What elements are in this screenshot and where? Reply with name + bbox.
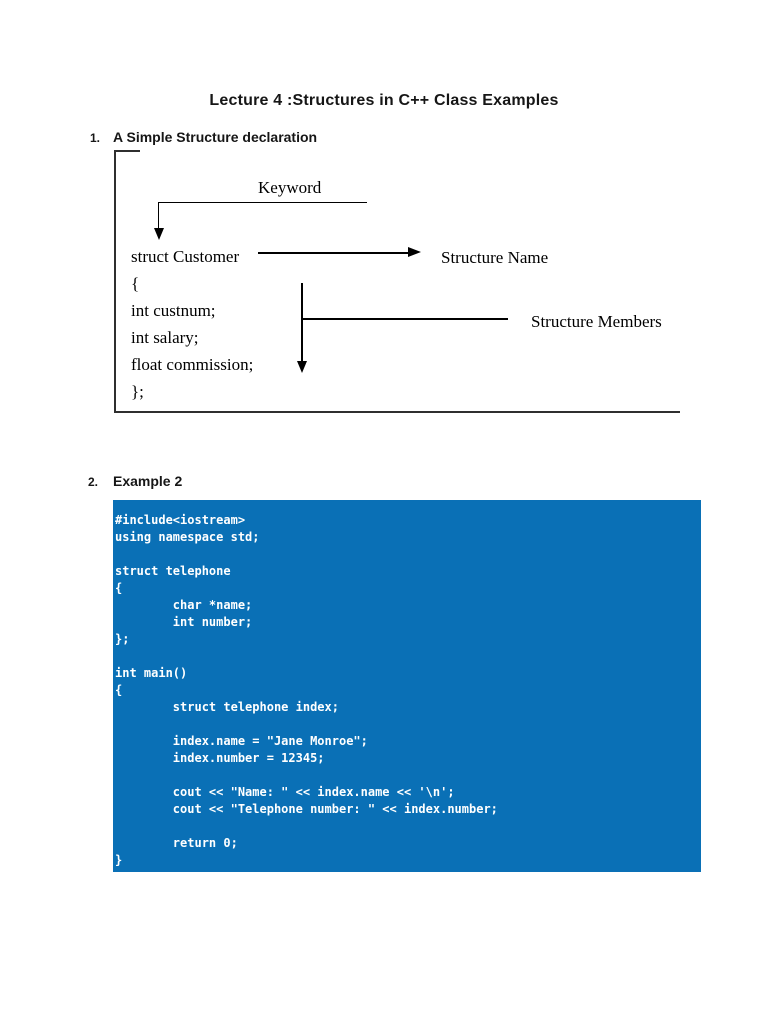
- code-line: index.name = "Jane Monroe";: [115, 734, 368, 748]
- list-item-2-label: Example 2: [113, 473, 183, 489]
- diagram-code-line: int custnum;: [131, 301, 216, 320]
- code-line: [115, 716, 701, 733]
- code-line: int number;: [115, 615, 253, 629]
- diagram-frame-bottom-border: [114, 411, 680, 413]
- code-line: [115, 767, 701, 784]
- code-line: }: [115, 853, 123, 867]
- diagram-struct-code: struct Customer { int custnum; int salar…: [131, 243, 253, 405]
- keyword-connector-line: [159, 202, 367, 203]
- code-line: [115, 546, 701, 563]
- page-title: Lecture 4 :Structures in C++ Class Examp…: [209, 92, 559, 109]
- code-line: struct telephone: [115, 564, 231, 578]
- list-item-1-label: A Simple Structure declaration: [113, 129, 318, 145]
- keyword-arrowhead-down-icon: [154, 228, 164, 240]
- code-line: return 0;: [115, 836, 238, 850]
- list-item-1-number: 1.: [90, 131, 101, 145]
- code-line: cout << "Name: " << index.name << '\n';: [115, 785, 455, 799]
- diagram-frame-left-border: [114, 150, 116, 412]
- diagram-code-line: struct Customer: [131, 247, 240, 266]
- diagram-frame-top-stub: [114, 150, 140, 152]
- structure-members-annotation: Structure Members: [531, 312, 662, 331]
- diagram-code-line: float commission;: [131, 355, 254, 374]
- code-line: };: [115, 632, 130, 646]
- code-line: char *name;: [115, 598, 253, 612]
- structure-members-vertical-line: [301, 283, 303, 363]
- code-line: {: [115, 581, 123, 595]
- code-line: using namespace std;: [115, 530, 260, 544]
- keyword-annotation: Keyword: [258, 178, 322, 197]
- list-item-2-number: 2.: [88, 475, 99, 489]
- code-line: [115, 818, 701, 835]
- structure-name-arrow-line: [258, 252, 410, 254]
- structure-name-annotation: Structure Name: [441, 248, 549, 267]
- diagram-code-line: {: [131, 274, 140, 293]
- keyword-connector-vertical: [158, 202, 159, 229]
- code-line: cout << "Telephone number: " << index.nu…: [115, 802, 498, 816]
- code-line: {: [115, 683, 123, 697]
- code-line: #include<iostream>: [115, 513, 246, 527]
- example2-code-block: #include<iostream> using namespace std; …: [113, 500, 701, 872]
- diagram-code-line: };: [131, 382, 144, 401]
- code-line: int main(): [115, 666, 188, 680]
- structure-members-connector-line: [302, 318, 508, 320]
- structure-name-arrowhead-icon: [408, 247, 421, 257]
- code-line: index.number = 12345;: [115, 751, 325, 765]
- structure-members-arrowhead-down-icon: [297, 361, 307, 373]
- diagram-code-line: int salary;: [131, 328, 199, 347]
- code-line: [115, 648, 701, 665]
- code-line: struct telephone index;: [115, 700, 339, 714]
